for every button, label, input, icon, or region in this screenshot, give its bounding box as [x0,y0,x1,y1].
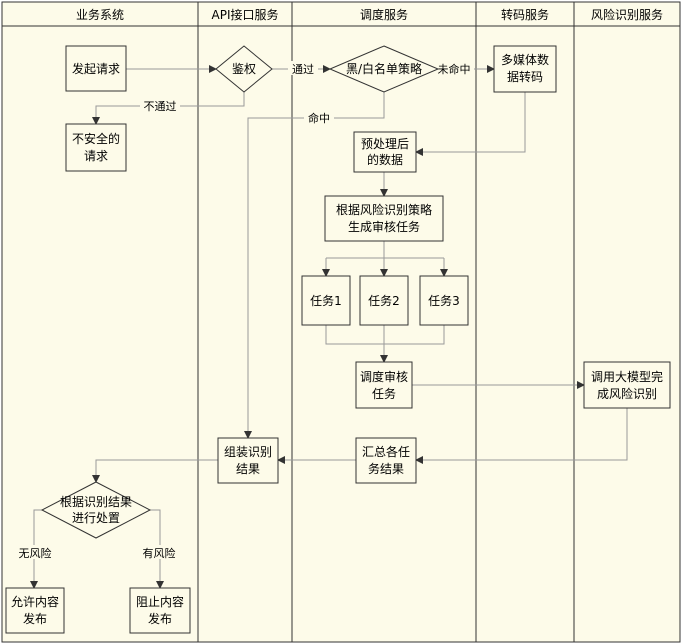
lane-transcode-title: 转码服务 [501,7,549,22]
node-dispatch-review: 调度审核 任务 [355,361,413,409]
lane-transcode-header [475,1,575,27]
node-dispatch-review-line2: 任务 [372,386,396,401]
node-auth: 鉴权 [215,45,273,93]
node-llm-risk: 调用大模型完 成风险识别 [583,361,671,409]
edge-decide-allow [30,509,42,589]
node-block: 阻止内容 发布 [129,587,191,634]
node-gen-tasks-line2: 生成审核任务 [348,219,420,234]
edge-gentasks-fork [326,241,444,259]
node-auth-text: 鉴权 [232,62,256,76]
node-preprocessed-line1: 预处理后 [361,137,409,151]
node-llm-risk-line1: 调用大模型完 [591,369,663,384]
lane-business-title: 业务系统 [76,7,124,22]
edge-tasks-join [325,325,445,345]
label-pass: 通过 [292,63,314,76]
node-allow-line1: 允许内容 [11,594,59,609]
node-aggregate: 汇总各任 务结果 [355,437,417,484]
node-preprocessed: 预处理后 的数据 [353,131,417,173]
edge-transcode-preprocessed [415,92,526,156]
node-decide-line2: 进行处置 [72,511,120,525]
node-allow-line2: 发布 [23,611,47,626]
node-unsafe-line2: 请求 [84,149,108,163]
node-task2-text: 任务2 [368,293,400,308]
node-task1-text: 任务1 [310,293,342,308]
node-block-line1: 阻止内容 [136,594,184,609]
node-start-request-text: 发起请求 [72,61,120,76]
label-has-risk: 有风险 [143,546,176,560]
lane-risk-title: 风险识别服务 [591,7,663,22]
label-fail: 不通过 [144,100,177,113]
node-aggregate-line1: 汇总各任 [362,444,410,459]
node-aggregate-line2: 务结果 [368,461,404,476]
node-task3: 任务3 [419,275,469,326]
node-start-request: 发起请求 [65,45,127,92]
node-transcode: 多媒体数 据转码 [493,45,557,93]
node-assemble-line2: 结果 [236,462,260,476]
node-gen-tasks-line1: 根据风险识别策略 [336,202,432,217]
lane-risk-header [573,1,681,27]
node-assemble-line1: 组装识别 [224,445,272,459]
lane-risk [573,1,681,643]
edge-labels: 通过 未命中 不通过 命中 无风险 有风险 [14,61,474,560]
node-allow: 允许内容 发布 [5,587,65,634]
node-blackwhite-text: 黑/白名单策略 [346,61,422,76]
node-task3-text: 任务3 [428,293,460,308]
node-block-line2: 发布 [148,611,172,626]
lane-api-title: API接口服务 [212,7,279,22]
edge-decide-block [150,509,164,589]
edge-assemble-decide [92,459,218,483]
lane-dispatch-header [291,1,477,27]
node-preprocessed-line2: 的数据 [367,152,403,167]
node-dispatch-review-line1: 调度审核 [360,369,408,384]
node-assemble: 组装识别 结果 [217,437,279,484]
node-llm-risk-line2: 成风险识别 [597,386,657,401]
node-task1: 任务1 [301,275,351,326]
node-decide-line1: 根据识别结果 [60,495,132,509]
node-unsafe: 不安全的 请求 [65,123,127,172]
node-transcode-line1: 多媒体数 [501,52,549,67]
nodes: 发起请求 鉴权 黑/白名单策略 多媒体数 据转码 不安全的 请求 预处理后 [5,45,671,634]
lane-api [197,1,293,643]
node-blackwhite: 黑/白名单策略 [328,45,440,93]
node-transcode-line2: 据转码 [507,69,543,84]
edge-llm-aggregate [415,408,628,464]
label-hit: 命中 [308,111,330,125]
lane-api-header [197,1,293,27]
label-no-risk: 无风险 [19,546,52,560]
node-task2: 任务2 [359,275,409,326]
label-miss: 未命中 [438,62,471,76]
lane-business-header [1,1,199,27]
node-gen-tasks: 根据风险识别策略 生成审核任务 [324,195,444,242]
node-unsafe-line1: 不安全的 [72,131,120,146]
node-decide: 根据识别结果 进行处置 [40,481,152,539]
lane-dispatch-title: 调度服务 [360,7,408,22]
